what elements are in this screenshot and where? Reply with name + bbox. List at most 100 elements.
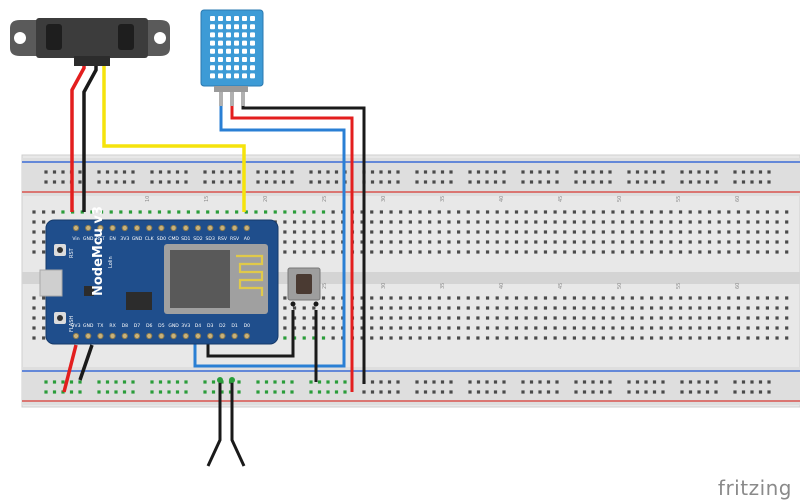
grille-slot [226, 16, 231, 21]
grille-slot [210, 40, 215, 46]
breadboard-hole [42, 296, 46, 300]
breadboard-hole [785, 240, 789, 244]
grille-slot [250, 48, 255, 54]
rail-hole [396, 170, 400, 174]
breadboard-hole [707, 316, 712, 320]
rail-hole [697, 180, 701, 184]
breadboard-hole [505, 250, 509, 254]
breadboard-hole [302, 306, 306, 310]
rail-hole [440, 380, 445, 384]
grille-slot [226, 40, 231, 46]
breadboard-hole [379, 326, 383, 330]
header-pin [146, 224, 153, 232]
breadboard-hole [543, 230, 548, 234]
breadboard-hole [659, 316, 663, 320]
breadboard-hole [572, 220, 576, 224]
rail-hole [733, 380, 737, 384]
breadboard-hole [746, 250, 750, 254]
breadboard-hole [457, 306, 461, 310]
rail-hole [661, 380, 665, 384]
breadboard-hole [698, 220, 702, 224]
rail-hole [591, 390, 595, 394]
breadboard-hole [42, 250, 46, 254]
grille-slot [242, 73, 247, 79]
breadboard-hole [466, 306, 470, 310]
breadboard-hole [534, 306, 538, 310]
rail-hole [379, 390, 383, 394]
rail-hole [415, 380, 419, 384]
rail-hole [122, 380, 127, 384]
rail-hole [767, 180, 771, 184]
breadboard-hole [466, 230, 470, 234]
breadboard-hole [283, 230, 287, 234]
rail-hole [644, 180, 648, 184]
breadboard-hole [717, 230, 721, 234]
breadboard: 1010151520202525303035354040454550505555… [21, 154, 800, 408]
rail-hole [449, 170, 453, 174]
breadboard-hole [621, 250, 625, 254]
breadboard-hole [698, 230, 702, 234]
rail-hole [661, 390, 665, 394]
breadboard-hole [756, 230, 760, 234]
breadboard-hole [457, 336, 461, 340]
breadboard-hole [717, 336, 721, 340]
rail-hole [635, 170, 640, 174]
breadboard-hole [601, 240, 605, 244]
breadboard-hole [331, 250, 335, 254]
rail-hole [521, 180, 525, 184]
pin-label: 3V3 [181, 323, 190, 329]
breadboard-hole [736, 316, 741, 320]
rail-hole [343, 390, 347, 394]
breadboard-hole [32, 240, 36, 244]
breadboard-hole [302, 250, 306, 254]
rail-hole [644, 170, 648, 174]
breadboard-hole [582, 296, 586, 300]
breadboard-hole [785, 316, 789, 320]
breadboard-hole [582, 240, 586, 244]
breadboard-hole [360, 250, 364, 254]
rail-hole [97, 390, 101, 394]
breadboard-hole [302, 230, 306, 234]
rail-hole [309, 170, 313, 174]
breadboard-hole [312, 240, 316, 244]
rail-hole [521, 380, 525, 384]
breadboard-hole [360, 306, 364, 310]
breadboard-hole [717, 306, 721, 310]
breadboard-hole [524, 220, 528, 224]
rail-hole [415, 180, 419, 184]
rail-hole [767, 380, 771, 384]
rail-hole [538, 180, 542, 184]
breadboard-hole [302, 326, 306, 330]
pin-label: SD3 [206, 236, 215, 242]
rail-hole [741, 380, 746, 384]
breadboard-hole [408, 336, 412, 340]
breadboard-hole [563, 306, 567, 310]
breadboard-hole [736, 326, 741, 330]
breadboard-hole [399, 220, 403, 224]
breadboard-hole [428, 306, 432, 310]
breadboard-hole [601, 250, 605, 254]
breadboard-hole [534, 250, 538, 254]
rail-hole [432, 380, 436, 384]
rail-hole [591, 180, 595, 184]
breadboard-hole [331, 336, 335, 340]
breadboard-hole [379, 250, 383, 254]
rail-hole [184, 380, 188, 384]
rail-hole [652, 180, 657, 184]
breadboard-hole [630, 250, 634, 254]
rail-hole [203, 390, 207, 394]
rail-hole [317, 170, 322, 174]
breadboard-hole [746, 210, 750, 214]
rail-hole [370, 380, 375, 384]
rail-hole [432, 180, 436, 184]
flash-label: FLASH [69, 316, 75, 332]
breadboard-hole [437, 250, 441, 254]
breadboard-hole [283, 326, 287, 330]
pin-label: SD2 [193, 236, 202, 242]
breadboard-hole [360, 230, 364, 234]
rail-hole [167, 380, 171, 384]
breadboard-hole [717, 316, 721, 320]
breadboard-hole [775, 210, 779, 214]
rail-hole [574, 390, 578, 394]
rail-hole [697, 380, 701, 384]
